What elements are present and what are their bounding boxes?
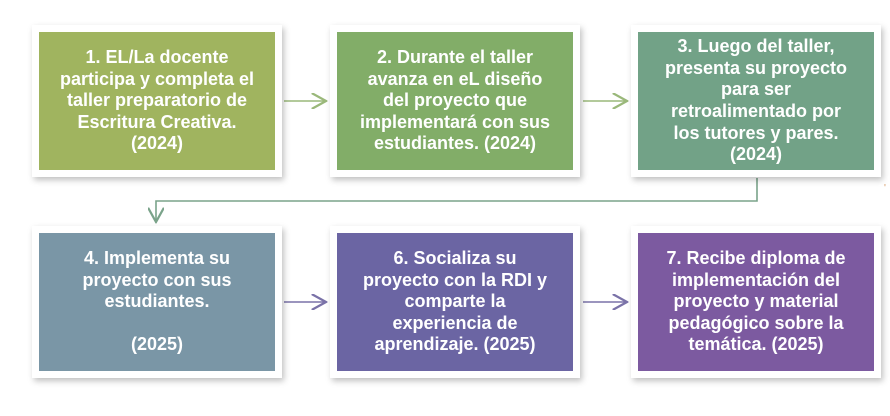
step-7-text: 7. Recibe diploma de implementación del … [666,248,846,355]
step-1-text: 1. EL/La docente participa y completa el… [59,47,255,154]
connector-step3-to-step4 [156,178,758,222]
decorative-tick-mark: ' [884,183,886,194]
step-4-box: 4. Implementa su proyecto con sus estudi… [32,226,282,378]
step-4-text: 4. Implementa su proyecto con sus estudi… [82,248,232,355]
step-6-box: 6. Socializa su proyecto con la RDI y co… [330,226,580,378]
step-1-box: 1. EL/La docente participa y completa el… [32,25,282,177]
step-6-text: 6. Socializa su proyecto con la RDI y co… [362,248,548,355]
step-3-text: 3. Luego del taller, presenta su proyect… [664,36,848,165]
step-2-text: 2. Durante el taller avanza en eL diseño… [359,47,551,154]
step-3-box: 3. Luego del taller, presenta su proyect… [631,25,881,177]
step-7-box: 7. Recibe diploma de implementación del … [631,226,881,378]
step-2-box: 2. Durante el taller avanza en eL diseño… [330,25,580,177]
